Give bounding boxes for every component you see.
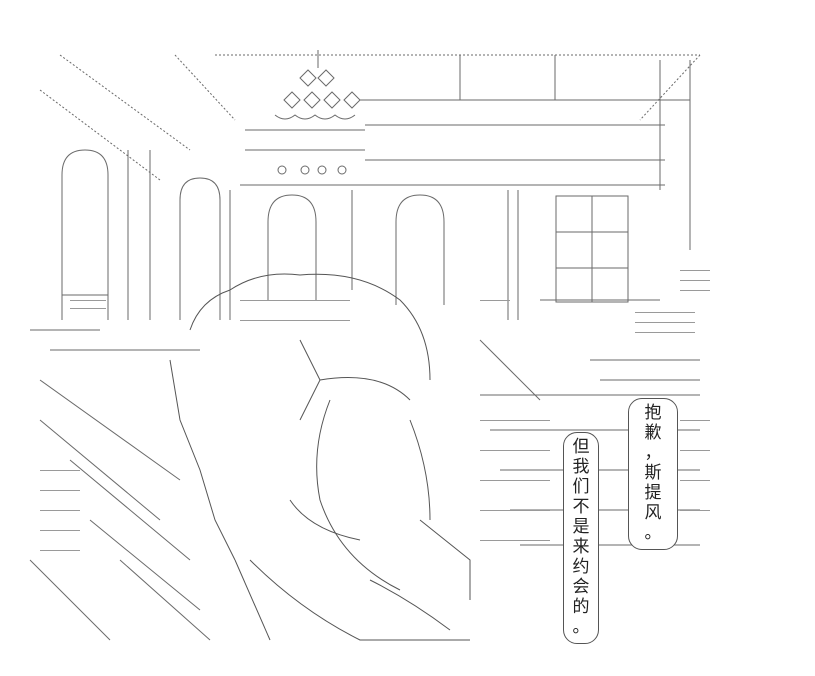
- arch-window-3: [267, 194, 317, 300]
- ceiling-right-edge: [639, 54, 701, 121]
- pews-right: [479, 339, 700, 546]
- pews-left: [29, 329, 211, 641]
- bubble-char: 提: [644, 483, 662, 503]
- left-wall-diagonal-1: [59, 54, 191, 151]
- bubble-char: 我: [572, 457, 590, 477]
- bubble-char: 约: [572, 557, 590, 577]
- chandelier: [245, 50, 365, 175]
- speech-bubble-left: 但 我 们 不 是 来 约 会 的 。: [563, 432, 599, 644]
- speech-bubble-right: 抱 歉 ， 斯 提 风 。: [628, 398, 678, 550]
- bubble-char: 们: [572, 477, 590, 497]
- bubble-char: 风: [644, 503, 662, 523]
- bubble-char: 。: [572, 617, 590, 637]
- bubble-char: 会: [572, 577, 590, 597]
- bubble-char: 不: [572, 497, 590, 517]
- bubble-char: 但: [572, 437, 590, 457]
- bubble-char: ，: [644, 443, 662, 463]
- arch-window-4: [395, 194, 445, 305]
- central-figure: [169, 273, 471, 641]
- bubble-char: 是: [572, 517, 590, 537]
- ceiling-left-edge: [174, 54, 236, 121]
- bubble-char: 来: [572, 537, 590, 557]
- bubble-char: 歉: [644, 423, 662, 443]
- bubble-line-1: 抱 歉 ，: [645, 403, 662, 463]
- arch-window-2: [179, 177, 221, 320]
- bubble-char: 。: [644, 523, 662, 543]
- bubble-char: 的: [572, 597, 590, 617]
- arch-window-1: [61, 149, 109, 320]
- shading-dots: [40, 270, 710, 551]
- bubble-line-2: 斯 提 风 。: [645, 463, 662, 543]
- bubble-char: 斯: [644, 463, 662, 483]
- left-wall-diagonal-2: [39, 89, 161, 181]
- bubble-char: 抱: [644, 403, 662, 423]
